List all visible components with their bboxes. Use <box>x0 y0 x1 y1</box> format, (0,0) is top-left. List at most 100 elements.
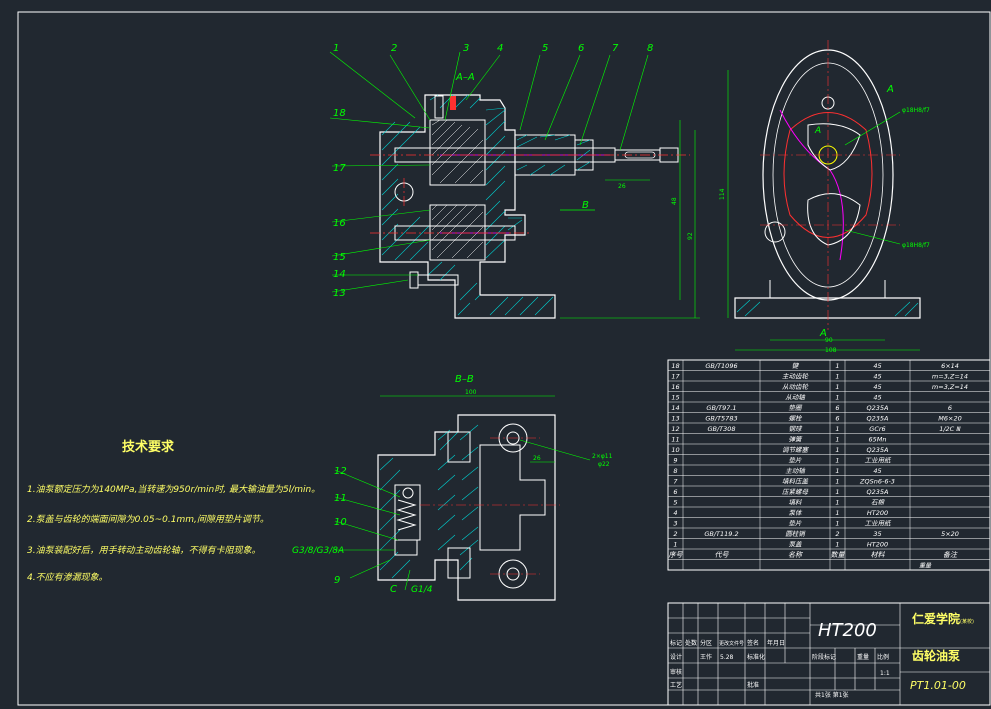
balloon-1: 1 <box>333 43 339 54</box>
balloon-2: 2 <box>391 43 397 54</box>
balloon-leaders-top <box>329 51 649 293</box>
bom-cell-no: 5 <box>673 499 677 507</box>
bom-cell-name: 垫片 <box>789 457 803 465</box>
bom-cell-name: 钢球 <box>789 425 804 433</box>
note-2: 2.泵盖与齿轮的端面间隙为0.05~0.1mm,间隙用垫片调节。 <box>27 514 269 525</box>
title-block-grid <box>668 603 990 705</box>
bb-hatch <box>379 424 479 579</box>
side-base <box>734 297 921 319</box>
side-gear-bottom <box>807 193 861 246</box>
bom-cell-code: GB/T1096 <box>705 362 737 370</box>
bom-cell-qty: 1 <box>835 467 839 475</box>
bom-cell-qty: 1 <box>835 520 839 528</box>
side-dims <box>727 70 920 351</box>
bom-cell-qty: 6 <box>835 404 839 412</box>
bom-header-qty: 数量 <box>831 551 846 559</box>
bom-cell-material: 45 <box>873 467 881 475</box>
marker-a-top: A <box>886 84 894 95</box>
balloon-labels-bottom: 12 11 10 9 G3/8/G3/8A C G1/4 <box>292 466 433 595</box>
scale-value: 1:1 <box>880 670 890 677</box>
marker-c: C <box>390 584 397 595</box>
bom-cell-name: 垫圈 <box>789 404 804 412</box>
balloon-11: 11 <box>334 493 347 504</box>
dim-92: 92 <box>687 232 694 240</box>
bom-mass-label: 重量 <box>919 563 932 570</box>
design-date: 5.28 <box>720 654 734 661</box>
main-section-view: B A–A 48 92 26 <box>370 72 700 319</box>
bom-cell-no: 16 <box>671 383 679 391</box>
bom-cell-name: 填料压盖 <box>782 478 809 486</box>
bom-cell-material: 工业用纸 <box>865 457 893 465</box>
bom-cell-no: 9 <box>673 457 677 465</box>
bom-cell-no: 8 <box>673 467 677 475</box>
title-block: 标记 处数 分区 更改文件号 签名 年月日 设计 王作 5.28 标准化 审核 … <box>667 602 991 706</box>
bom-cell-material: 65Mn <box>869 436 887 444</box>
dim-100: 100 <box>465 389 477 396</box>
base-hatch <box>736 299 919 317</box>
bom-header-name: 名称 <box>788 551 803 559</box>
bom-cell-name: 调节螺塞 <box>782 446 810 454</box>
lbl-design: 设计 <box>670 653 682 661</box>
dim-114: 114 <box>719 188 726 200</box>
bom-cell-material: 45 <box>873 383 881 391</box>
bom-cell-qty: 1 <box>835 478 839 486</box>
section-label-top: A–A <box>455 72 475 83</box>
bom-cell-material: Q235A <box>867 488 889 496</box>
bb-hole-top-inner <box>506 431 520 445</box>
bom-header-code: 代号 <box>715 551 730 559</box>
bom-cell-no: 12 <box>671 425 679 433</box>
notes-title: 技术要求 <box>122 439 175 455</box>
bom-cell-note: 6 <box>948 404 952 412</box>
bom-cell-code: GB/T308 <box>707 425 735 433</box>
bom-cell-name: 压紧螺母 <box>782 488 809 496</box>
lbl-approve: 批准 <box>747 681 759 689</box>
bom-cell-name: 弹簧 <box>789 436 804 444</box>
driven-gear-outline <box>429 204 486 261</box>
bom-cell-material: Q235A <box>867 446 889 454</box>
bom-cell-name: 键 <box>792 362 800 370</box>
bom-cell-no: 6 <box>673 488 677 496</box>
bom-cell-qty: 1 <box>835 436 839 444</box>
lbl-review: 审核 <box>670 668 682 676</box>
adjust-plug <box>394 539 418 556</box>
relief-valve-bore <box>394 484 421 541</box>
balloon-3: 3 <box>463 43 469 54</box>
tolerance-bottom: φ18H8/f7 <box>902 242 930 249</box>
bom-cell-no: 10 <box>671 446 679 454</box>
main-centerlines <box>370 154 690 234</box>
side-gear-top <box>807 123 861 171</box>
drawing-name: 齿轮油泵 <box>912 648 960 663</box>
bom-cell-no: 13 <box>671 415 679 423</box>
lbl-mark: 标记 <box>670 639 682 647</box>
bom-cell-qty: 1 <box>835 394 839 402</box>
note-4: 4.不应有渗漏现象。 <box>27 572 108 583</box>
lbl-ymd: 年月日 <box>767 639 785 647</box>
side-view: 114 108 90 φ18H8/f7 φ18H8/f7 A A A <box>719 40 930 354</box>
title-material: HT200 <box>818 620 877 641</box>
dim-phi22: φ22 <box>598 461 610 468</box>
bom-cell-qty: 1 <box>835 446 839 454</box>
bom-cell-no: 18 <box>671 362 679 370</box>
bom-cell-qty: 2 <box>835 530 839 538</box>
base-legs <box>769 280 886 298</box>
bom-cell-name: 圆柱销 <box>785 530 806 538</box>
dim-2x11: 2×φ11 <box>592 453 613 460</box>
tolerance-top: φ18H8/f7 <box>902 107 930 114</box>
balloon-17: 17 <box>333 163 346 174</box>
marker-a-bottom: A <box>819 328 827 339</box>
bom-cell-material: Q235A <box>867 415 889 423</box>
bb-inner-cavity <box>479 444 546 551</box>
bom-cell-material: 石棉 <box>871 499 886 507</box>
bom-cell-note: 5×20 <box>941 530 959 538</box>
bom-cell-material: GCr6 <box>869 425 885 433</box>
bom-cell-name: 填料 <box>789 499 803 507</box>
dim-26b: 26 <box>533 455 541 462</box>
bom-cell-no: 7 <box>673 478 678 486</box>
bom-cell-material: 45 <box>873 362 881 370</box>
bom-cell-name: 主动齿轮 <box>782 373 810 381</box>
bom-cell-material: 45 <box>873 373 881 381</box>
pin-top <box>434 95 444 119</box>
balloon-5: 5 <box>542 43 548 54</box>
section-label-bottom: B–B <box>455 374 474 385</box>
